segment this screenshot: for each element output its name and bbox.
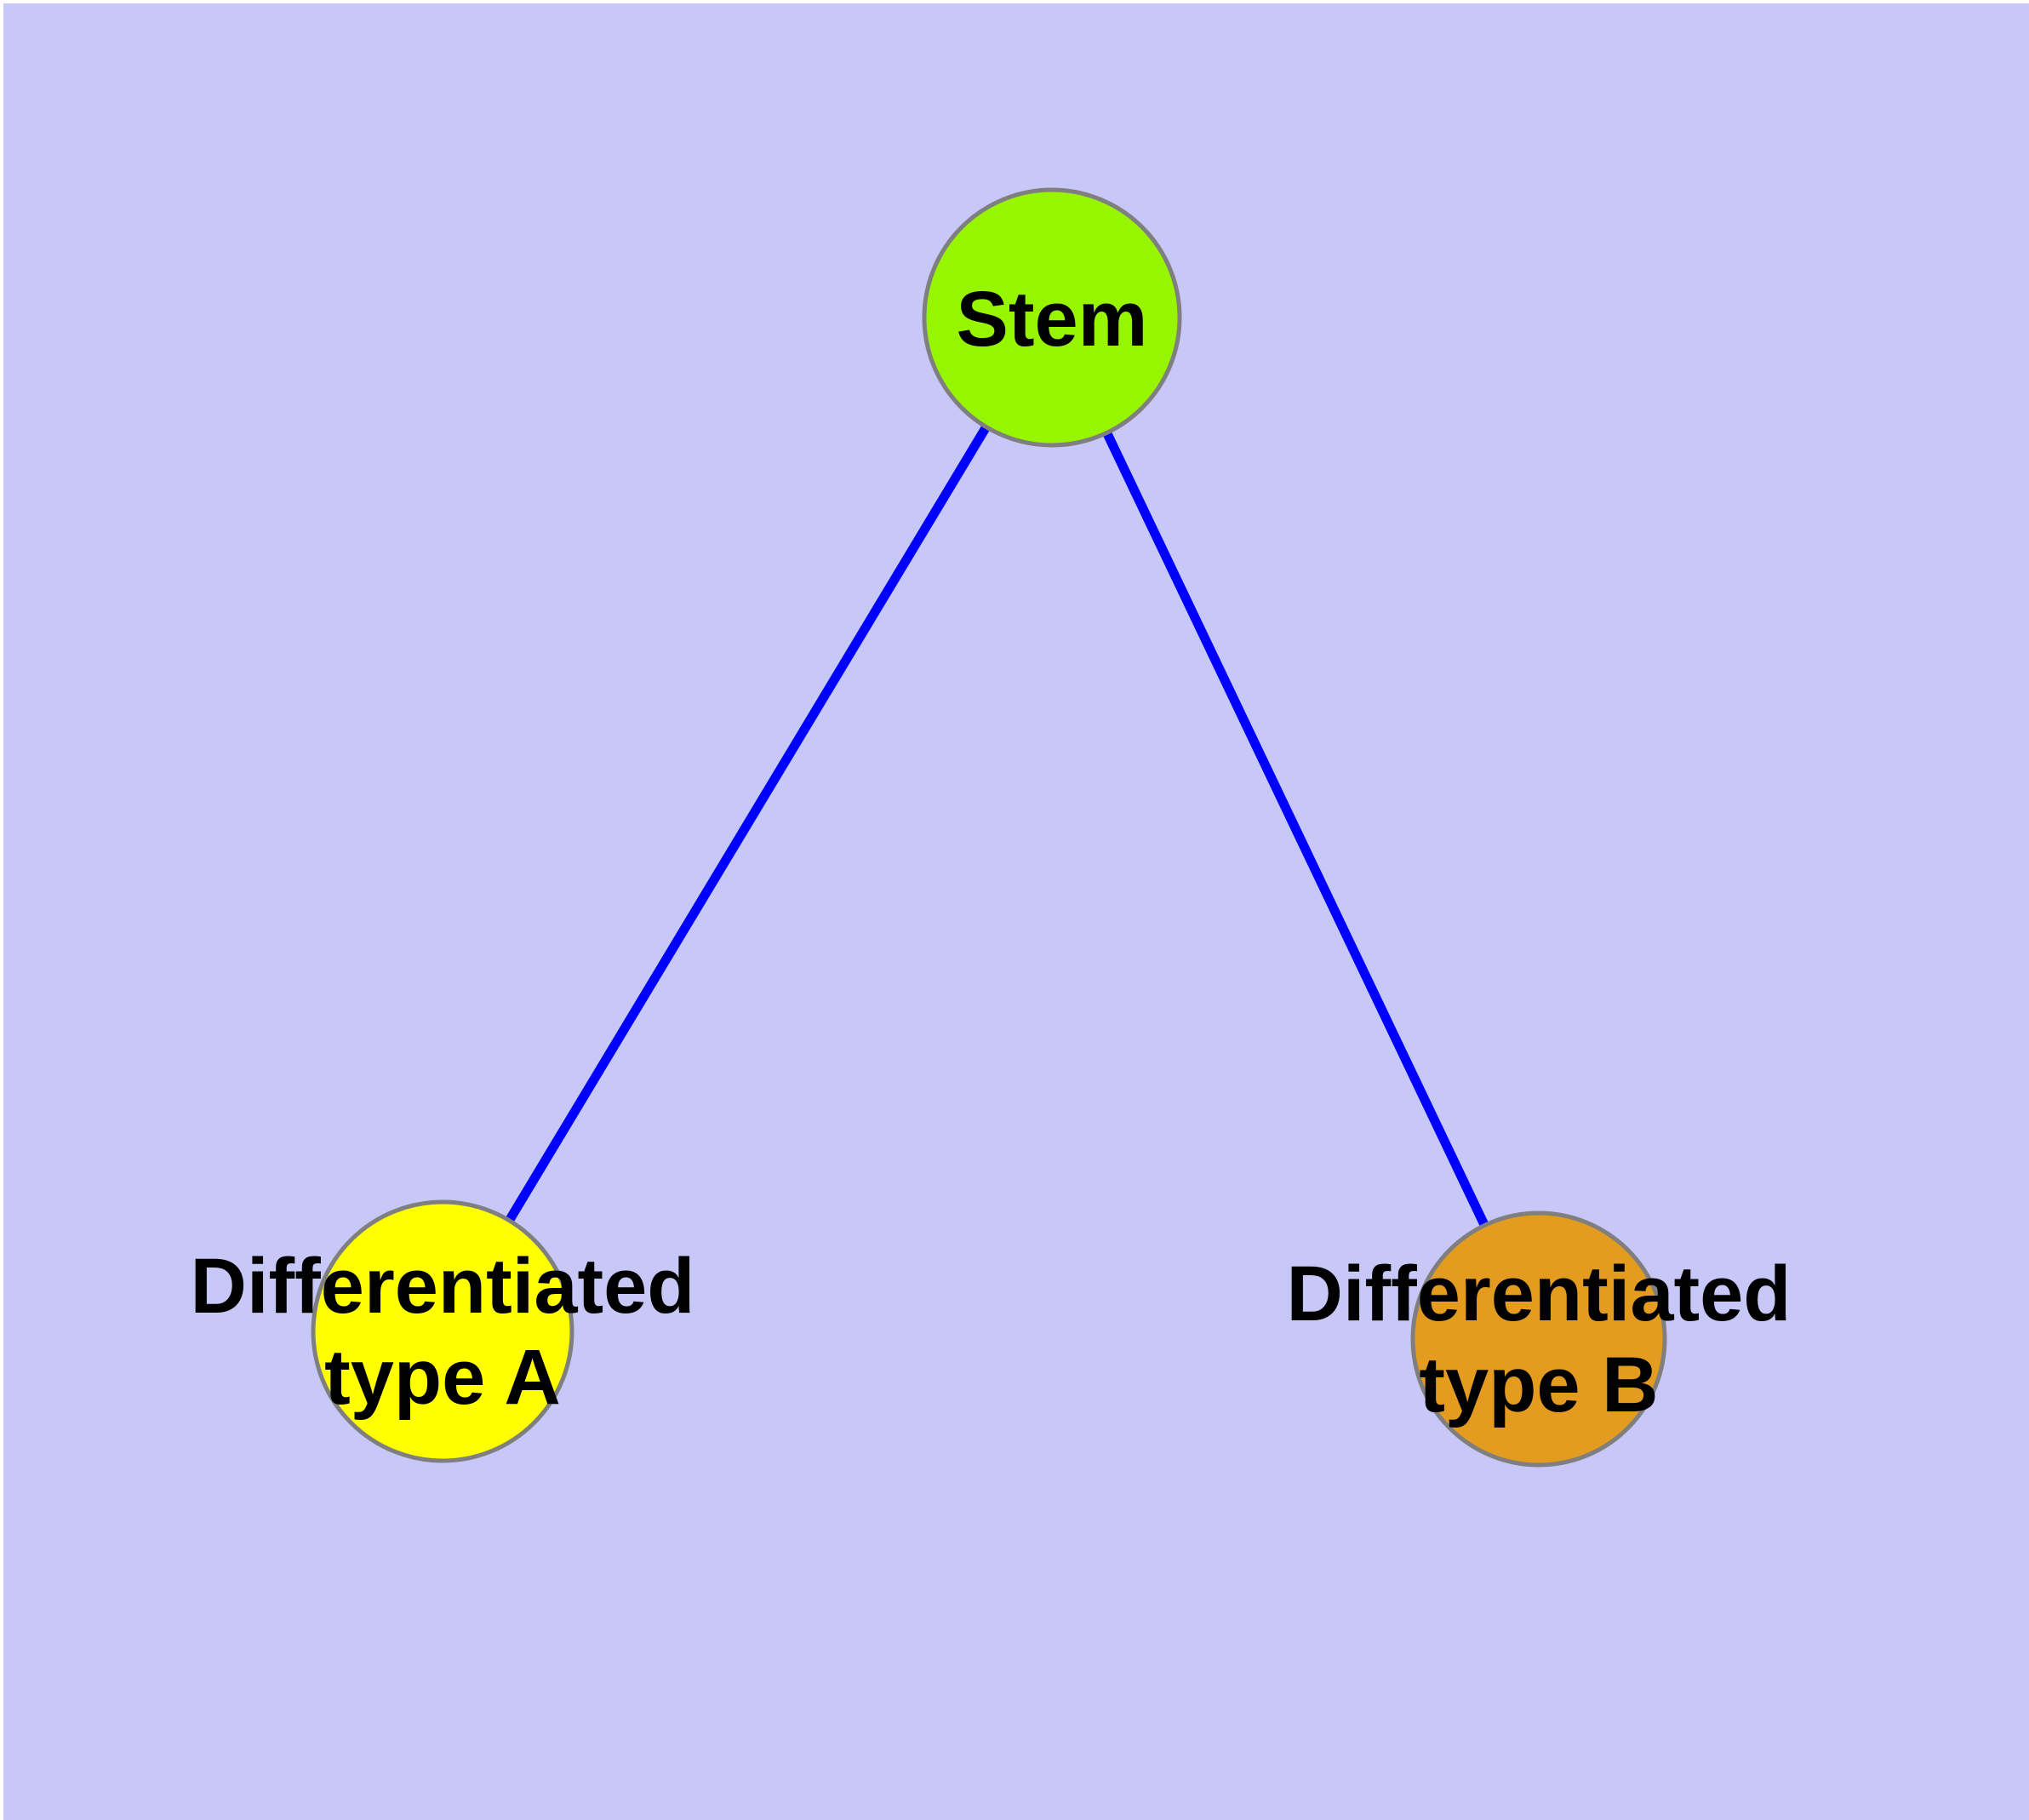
edge-stem-to-type-b xyxy=(1048,315,1543,1342)
node-type-a-label-line1: Differentiated xyxy=(191,1243,695,1330)
node-type-b-label-line2: type B xyxy=(1419,1342,1658,1428)
node-type-b-circle xyxy=(1410,1210,1667,1468)
node-stem-circle xyxy=(922,187,1182,448)
node-type-a-circle xyxy=(311,1199,574,1463)
node-stem-label: Stem xyxy=(957,276,1148,363)
node-type-a-label-line2: type A xyxy=(324,1334,561,1421)
edge-stem-to-type-a xyxy=(438,315,1056,1334)
node-type-b-label-line1: Differentiated xyxy=(1287,1251,1792,1337)
